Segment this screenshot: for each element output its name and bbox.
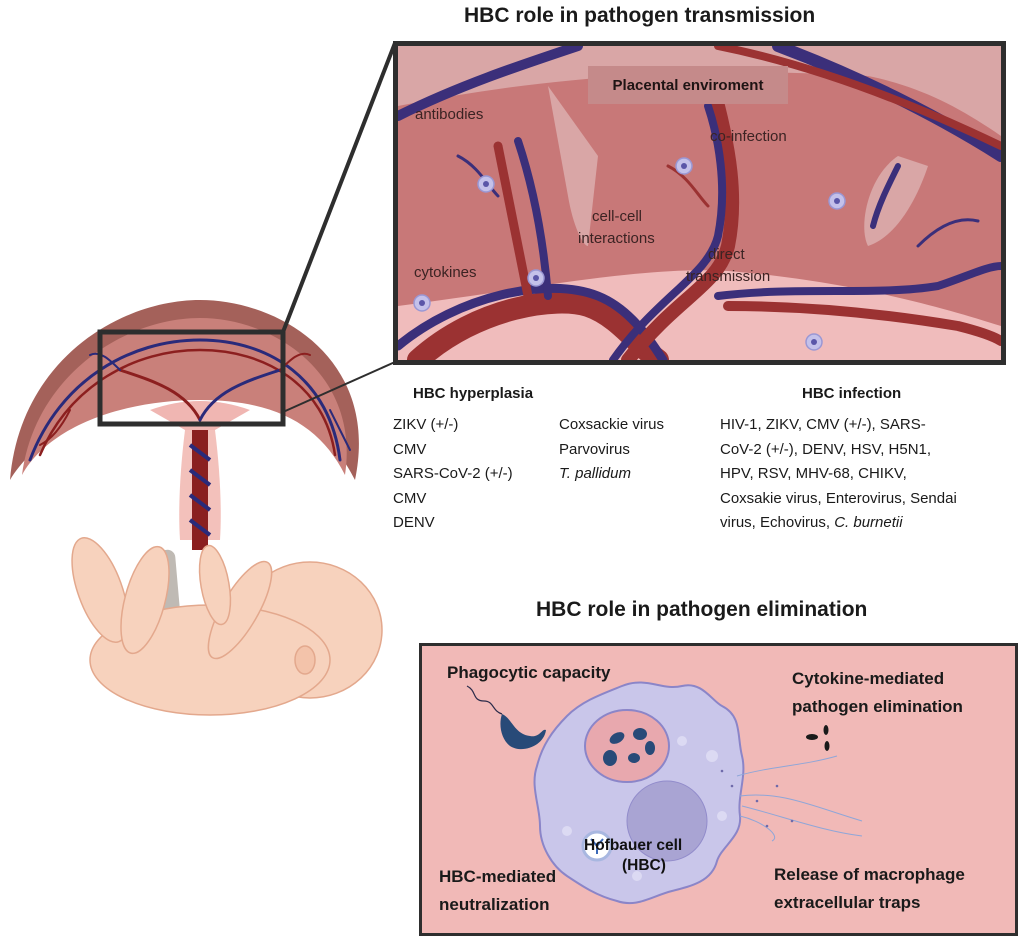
infection-line: CoV-2 (+/-), DENV, HSV, H5N1, xyxy=(720,440,932,458)
label-hofbauer-cell-line1: Hofbauer cell xyxy=(584,837,683,854)
bacterium-flagellum xyxy=(466,685,503,715)
label-hofbauer-cell-line2: (HBC) xyxy=(622,857,666,874)
label-cytokine-line2: pathogen elimination xyxy=(792,697,963,716)
label-cytokine-line1: Cytokine-mediated xyxy=(792,669,945,688)
infection-line-italic: C. burnetii xyxy=(834,514,903,531)
hyperplasia-column-2: Coxsackie virus Parvovirus T. pallidum xyxy=(559,413,664,487)
hyperplasia-item: DENV xyxy=(393,514,435,531)
cytokine-dot xyxy=(824,741,830,751)
cytoplasm-granules xyxy=(562,736,727,881)
label-traps-line2: extracellular traps xyxy=(774,893,921,912)
label-direct-line1: direct xyxy=(708,246,745,263)
hbc-nucleus xyxy=(626,780,708,862)
extracellular-traps xyxy=(736,755,863,842)
pathogen-elimination-panel: Phagocytic capacity Cytokine-mediated pa… xyxy=(419,643,1018,936)
label-cell-cell-line1: cell-cell xyxy=(592,208,643,225)
label-phagocytic-capacity: Phagocytic capacity xyxy=(447,663,611,682)
label-traps-line1: Release of macrophage xyxy=(774,865,965,884)
hyperplasia-column-1: ZIKV (+/-) CMV SARS-CoV-2 (+/-) CMV DENV xyxy=(393,413,513,536)
infection-line: HPV, RSV, MHV-68, CHIKV, xyxy=(720,465,907,482)
label-direct-line2: transmission xyxy=(686,268,771,285)
trap-particles xyxy=(720,769,794,828)
placenta-tissue xyxy=(22,318,347,475)
hyperplasia-item: ZIKV (+/-) xyxy=(393,416,459,433)
placental-environment-label: Placental enviroment xyxy=(588,66,788,104)
antibody-icon xyxy=(590,838,604,854)
placental-environment-panel: Placental enviroment antibodies co-infec… xyxy=(393,41,1006,365)
hbc-cell-illustration xyxy=(466,681,863,905)
hyperplasia-heading: HBC hyperplasia xyxy=(413,385,534,402)
cytokine-dot xyxy=(823,725,829,735)
elimination-title: HBC role in pathogen elimination xyxy=(536,598,868,621)
hyperplasia-item: T. pallidum xyxy=(559,465,631,482)
villi-illustration xyxy=(398,46,1001,360)
hyperplasia-item: CMV xyxy=(393,440,427,458)
cytokine-dot xyxy=(806,734,818,740)
infection-line: virus, Echovirus, C. burnetii xyxy=(720,511,957,536)
label-cytokines: cytokines xyxy=(414,264,477,281)
label-co-infection: co-infection xyxy=(710,128,787,145)
infection-line-plain: virus, Echovirus, xyxy=(720,514,835,531)
infection-line: HIV-1, ZIKV, CMV (+/-), SARS- xyxy=(720,416,926,433)
bacterium xyxy=(500,714,546,750)
label-cell-cell-line2: interactions xyxy=(578,230,655,247)
infection-heading: HBC infection xyxy=(802,385,902,402)
hyperplasia-item: CMV xyxy=(393,489,427,507)
phagosome xyxy=(584,709,670,783)
umbilical-cord xyxy=(192,430,208,550)
infection-list: HIV-1, ZIKV, CMV (+/-), SARS- CoV-2 (+/-… xyxy=(720,413,957,536)
hyperplasia-item: Parvovirus xyxy=(559,440,630,458)
hyperplasia-item: Coxsackie virus xyxy=(559,416,665,433)
label-antibodies: antibodies xyxy=(415,106,484,123)
engulfed-pathogens xyxy=(603,728,655,766)
placental-vessels xyxy=(28,338,351,462)
label-neutralization-line1: HBC-mediated xyxy=(439,867,557,886)
transmission-title: HBC role in pathogen transmission xyxy=(464,4,816,27)
label-neutralization-line2: neutralization xyxy=(439,895,550,914)
fetus xyxy=(71,537,383,716)
zoom-inset-frame xyxy=(97,329,286,427)
placenta-fetus-illustration xyxy=(10,300,383,716)
infection-line: Coxsakie virus, Enterovirus, Sendai xyxy=(720,489,957,507)
hyperplasia-item: SARS-CoV-2 (+/-) xyxy=(393,465,513,482)
